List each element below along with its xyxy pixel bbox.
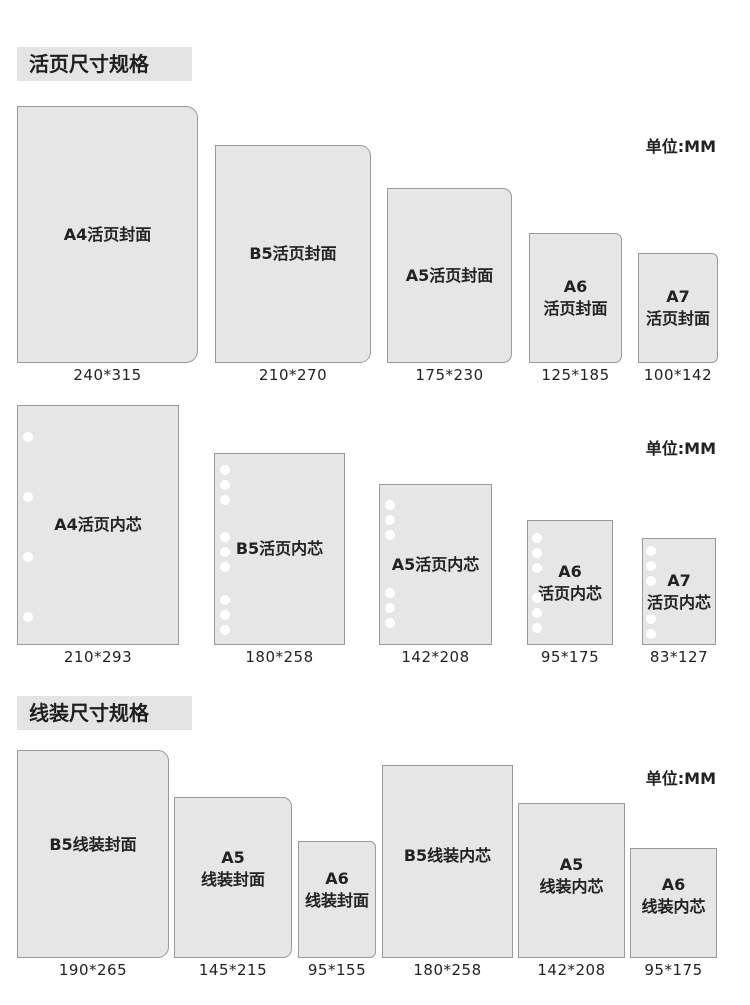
insert-label: B5活页内芯 <box>235 539 324 559</box>
size-label: 175*230 <box>415 366 484 384</box>
punch-hole-icon <box>646 576 656 586</box>
punch-hole-icon <box>220 625 230 635</box>
insert-label: A6 <box>558 561 582 581</box>
punch-hole-icon <box>220 465 230 475</box>
size-label: 83*127 <box>649 648 709 666</box>
punch-hole-icon <box>23 492 33 502</box>
punch-hole-icon <box>385 515 395 525</box>
punch-hole-icon <box>220 595 230 605</box>
size-label: 125*185 <box>541 366 610 384</box>
cover-a5: A5活页封面 <box>387 188 512 363</box>
cover-label: B5活页封面 <box>249 244 337 264</box>
size-label: 210*270 <box>258 366 328 384</box>
thread-label: A5 <box>221 847 245 867</box>
size-label: 100*142 <box>643 366 713 384</box>
size-label: 95*175 <box>540 648 600 666</box>
punch-hole-icon <box>220 480 230 490</box>
size-label: 240*315 <box>73 366 142 384</box>
punch-hole-icon <box>220 495 230 505</box>
punch-hole-icon <box>646 614 656 624</box>
cover-label: A5活页封面 <box>405 265 494 285</box>
punch-hole-icon <box>532 548 542 558</box>
punch-hole-icon <box>385 530 395 540</box>
thread-label: A6 <box>661 875 686 895</box>
size-label: 145*215 <box>198 961 268 979</box>
section-title-loose-leaf: 活页尺寸规格 <box>17 47 192 81</box>
punch-hole-icon <box>385 618 395 628</box>
punch-hole-icon <box>646 629 656 639</box>
cover-label: A7 <box>666 287 690 307</box>
cover-b5: B5活页封面 <box>215 145 371 363</box>
size-label: 190*265 <box>58 961 128 979</box>
insert-label: A4活页内芯 <box>54 515 142 535</box>
punch-hole-icon <box>385 603 395 613</box>
punch-hole-icon <box>23 432 33 442</box>
size-label: 180*258 <box>245 648 314 666</box>
punch-hole-icon <box>532 533 542 543</box>
punch-hole-icon <box>385 588 395 598</box>
insert-a5: A5活页内芯 <box>379 484 492 645</box>
cover-label: A6 <box>563 277 588 297</box>
punch-hole-icon <box>385 500 395 510</box>
thread-label: A5 <box>559 854 584 874</box>
insert-b5: B5活页内芯 <box>214 453 345 645</box>
cover-label: A4活页封面 <box>63 224 152 244</box>
cover-a4: A4活页封面 <box>17 106 198 363</box>
size-label: 142*208 <box>537 961 606 979</box>
punch-hole-icon <box>220 562 230 572</box>
insert-a4: A4活页内芯 <box>17 405 179 645</box>
thread-label: B5线装封面 <box>49 835 137 855</box>
size-label: 180*258 <box>413 961 482 979</box>
punch-hole-icon <box>532 563 542 573</box>
thread-insert-b5: B5线装内芯 <box>382 765 513 958</box>
size-label: 142*208 <box>401 648 470 666</box>
thread-cover-b5: B5线装封面 <box>17 750 169 958</box>
punch-hole-icon <box>646 561 656 571</box>
unit-label: 单位:MM <box>645 439 716 458</box>
punch-hole-icon <box>532 608 542 618</box>
punch-hole-icon <box>532 593 542 603</box>
insert-label: A7 <box>667 570 691 590</box>
size-label: 210*293 <box>63 648 133 666</box>
size-label: 95*155 <box>307 961 367 979</box>
insert-label: A5活页内芯 <box>391 554 480 574</box>
punch-hole-icon <box>220 610 230 620</box>
punch-hole-icon <box>220 532 230 542</box>
punch-hole-icon <box>532 623 542 633</box>
section-title-thread-bound: 线装尺寸规格 <box>17 696 192 730</box>
punch-hole-icon <box>23 552 33 562</box>
size-label: 95*175 <box>644 961 703 979</box>
punch-hole-icon <box>220 547 230 557</box>
thread-label: B5线装内芯 <box>403 845 492 865</box>
unit-label: 单位:MM <box>645 137 716 156</box>
thread-label: A6 <box>325 868 349 888</box>
punch-hole-icon <box>23 612 33 622</box>
unit-label: 单位:MM <box>645 769 716 788</box>
punch-hole-icon <box>646 546 656 556</box>
